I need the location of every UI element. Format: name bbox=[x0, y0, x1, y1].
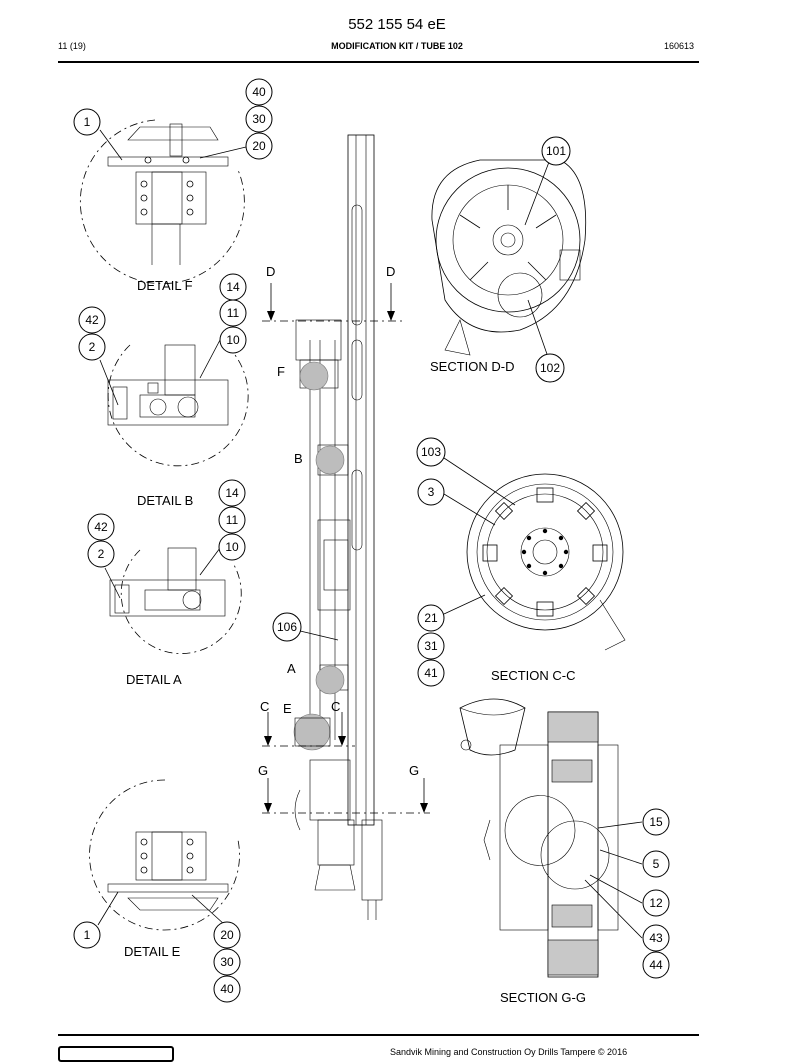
callout-a-11: 11 bbox=[218, 506, 246, 534]
view-letter-e: E bbox=[283, 701, 292, 716]
callout-a-14: 14 bbox=[218, 479, 246, 507]
svg-text:101: 101 bbox=[546, 144, 566, 158]
svg-text:31: 31 bbox=[424, 639, 438, 653]
callout-gg-15: 15 bbox=[642, 808, 670, 836]
callout-cc-31: 31 bbox=[417, 632, 445, 660]
view-letter-g-right: G bbox=[409, 763, 419, 778]
svg-text:3: 3 bbox=[428, 485, 435, 499]
view-letter-a: A bbox=[287, 661, 296, 676]
callout-b-11: 11 bbox=[219, 299, 247, 327]
footer-copyright: Sandvik Mining and Construction Oy Drill… bbox=[390, 1047, 628, 1057]
view-letter-c-left: C bbox=[260, 699, 269, 714]
callout-101: 101 bbox=[541, 136, 571, 166]
callout-a-10: 10 bbox=[218, 533, 246, 561]
detail-a-drawing bbox=[104, 547, 242, 654]
svg-text:14: 14 bbox=[226, 280, 240, 294]
view-letter-f: F bbox=[277, 364, 285, 379]
detail-f-label: DETAIL F bbox=[137, 278, 193, 293]
feed-beam-drawing bbox=[262, 134, 430, 920]
svg-text:41: 41 bbox=[424, 666, 438, 680]
svg-text:20: 20 bbox=[220, 928, 234, 942]
svg-text:1: 1 bbox=[84, 928, 91, 942]
callout-f-30: 30 bbox=[245, 105, 273, 133]
callout-103: 103 bbox=[416, 437, 446, 467]
view-letter-d-right: D bbox=[386, 264, 395, 279]
detail-b-label: DETAIL B bbox=[137, 493, 193, 508]
svg-text:10: 10 bbox=[225, 540, 239, 554]
svg-text:102: 102 bbox=[540, 361, 560, 375]
callout-cc-21: 21 bbox=[417, 604, 445, 632]
header-rule bbox=[58, 61, 699, 63]
svg-text:11: 11 bbox=[227, 306, 240, 320]
svg-text:5: 5 bbox=[653, 857, 660, 871]
callout-e-20: 20 bbox=[213, 921, 241, 949]
section-dd-label: SECTION D-D bbox=[430, 359, 515, 374]
callout-gg-44: 44 bbox=[642, 951, 670, 979]
document-number: 552 155 54 eE bbox=[348, 16, 446, 33]
footer-rule bbox=[58, 1034, 699, 1036]
detail-f-drawing bbox=[79, 119, 247, 285]
svg-text:40: 40 bbox=[220, 982, 234, 996]
detail-b-drawing bbox=[99, 339, 249, 467]
svg-text:21: 21 bbox=[424, 611, 438, 625]
callout-106: 106 bbox=[272, 612, 302, 642]
section-cc-label: SECTION C-C bbox=[491, 668, 576, 683]
view-letter-g-left: G bbox=[258, 763, 268, 778]
svg-text:12: 12 bbox=[649, 896, 663, 910]
callout-e-30: 30 bbox=[213, 948, 241, 976]
callout-a-2: 2 bbox=[87, 540, 115, 568]
svg-text:103: 103 bbox=[421, 445, 441, 459]
callout-cc-3: 3 bbox=[417, 478, 445, 506]
callout-gg-5: 5 bbox=[642, 850, 670, 878]
sandvik-logo bbox=[58, 1046, 174, 1062]
detail-e-drawing bbox=[89, 779, 240, 931]
callout-f-20: 20 bbox=[245, 132, 273, 160]
view-letter-d-left: D bbox=[266, 264, 275, 279]
section-gg-label: SECTION G-G bbox=[500, 990, 586, 1005]
svg-text:30: 30 bbox=[220, 955, 234, 969]
svg-text:2: 2 bbox=[98, 547, 105, 561]
callout-e-1: 1 bbox=[73, 921, 101, 949]
svg-text:10: 10 bbox=[226, 333, 240, 347]
section-cc-drawing bbox=[443, 457, 626, 651]
callout-b-14: 14 bbox=[219, 273, 247, 301]
callout-gg-12: 12 bbox=[642, 889, 670, 917]
svg-text:2: 2 bbox=[89, 340, 96, 354]
svg-text:106: 106 bbox=[277, 620, 297, 634]
svg-text:15: 15 bbox=[649, 815, 663, 829]
callout-b-42: 42 bbox=[78, 306, 106, 334]
svg-text:1: 1 bbox=[84, 115, 91, 129]
svg-text:42: 42 bbox=[94, 520, 108, 534]
svg-text:40: 40 bbox=[252, 85, 266, 99]
svg-text:30: 30 bbox=[252, 112, 266, 126]
callout-b-10: 10 bbox=[219, 326, 247, 354]
callout-f-40: 40 bbox=[245, 78, 273, 106]
page-number: 11 (19) bbox=[58, 41, 86, 51]
svg-text:42: 42 bbox=[85, 313, 99, 327]
callout-cc-41: 41 bbox=[417, 659, 445, 687]
callout-f-1: 1 bbox=[73, 108, 101, 136]
section-gg-drawing bbox=[459, 698, 643, 978]
svg-text:20: 20 bbox=[252, 139, 266, 153]
section-dd-drawing bbox=[431, 159, 587, 358]
callout-e-40: 40 bbox=[213, 975, 241, 1003]
detail-a-label: DETAIL A bbox=[126, 672, 182, 687]
view-letter-b: B bbox=[294, 451, 303, 466]
svg-text:14: 14 bbox=[225, 486, 239, 500]
svg-text:43: 43 bbox=[649, 931, 663, 945]
callout-102: 102 bbox=[535, 353, 565, 383]
callout-gg-43: 43 bbox=[642, 924, 670, 952]
document-date: 160613 bbox=[664, 41, 695, 51]
view-letter-c-right: C bbox=[331, 699, 340, 714]
detail-e-label: DETAIL E bbox=[124, 944, 181, 959]
callout-a-42: 42 bbox=[87, 513, 115, 541]
svg-text:11: 11 bbox=[226, 513, 239, 527]
document-title: MODIFICATION KIT / TUBE 102 bbox=[331, 41, 463, 51]
svg-text:44: 44 bbox=[649, 958, 663, 972]
callout-b-2: 2 bbox=[78, 333, 106, 361]
